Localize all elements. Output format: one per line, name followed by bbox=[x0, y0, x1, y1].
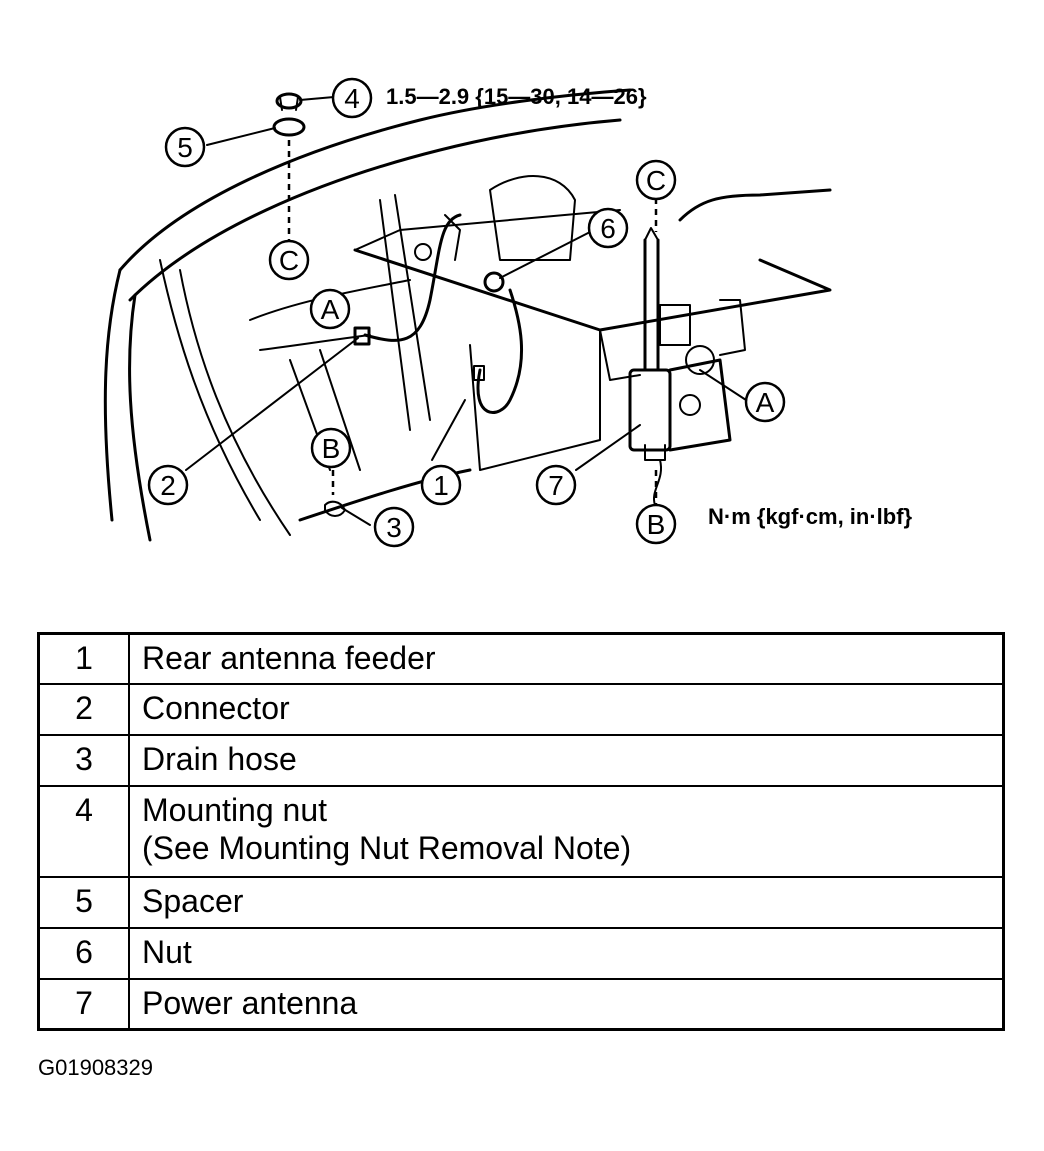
svg-text:2: 2 bbox=[160, 470, 176, 501]
part-number: 7 bbox=[37, 978, 130, 1031]
callout-7: 7 bbox=[535, 464, 577, 506]
table-row: 7 Power antenna bbox=[37, 978, 1005, 1031]
mounting-nut-drawing bbox=[272, 92, 306, 240]
table-row: 5 Spacer bbox=[37, 876, 1005, 929]
callout-2: 2 bbox=[147, 464, 189, 506]
svg-text:C: C bbox=[279, 245, 299, 276]
part-number: 3 bbox=[37, 734, 130, 787]
ref-b-left: B bbox=[310, 427, 352, 469]
part-number: 1 bbox=[37, 632, 130, 685]
table-row: 1 Rear antenna feeder bbox=[37, 632, 1005, 685]
part-number: 6 bbox=[37, 927, 130, 980]
callout-3: 3 bbox=[373, 506, 415, 548]
svg-text:B: B bbox=[322, 433, 341, 464]
part-description: Rear antenna feeder bbox=[128, 632, 1005, 685]
part-description-main: Mounting nut bbox=[142, 792, 328, 828]
ref-c-top: C bbox=[635, 159, 677, 201]
nut-drawing bbox=[483, 271, 505, 293]
svg-text:5: 5 bbox=[177, 132, 193, 163]
ref-c-left: C bbox=[268, 239, 310, 281]
antenna-installation-diagram: 4 5 6 1 2 3 7 C C A A B bbox=[103, 77, 913, 548]
part-number: 5 bbox=[37, 876, 130, 929]
svg-text:A: A bbox=[756, 387, 775, 418]
svg-text:7: 7 bbox=[548, 470, 564, 501]
svg-text:B: B bbox=[647, 509, 666, 540]
parts-legend-table: 1 Rear antenna feeder 2 Connector 3 Drai… bbox=[37, 632, 1005, 1031]
antenna-feeder-cable bbox=[353, 213, 523, 414]
torque-units-note: N·m {kgf·cm, in·lbf} bbox=[708, 504, 913, 529]
part-description: Nut bbox=[128, 927, 1005, 980]
svg-text:1: 1 bbox=[433, 470, 449, 501]
table-row: 3 Drain hose bbox=[37, 734, 1005, 787]
svg-text:6: 6 bbox=[600, 213, 616, 244]
power-antenna-drawing bbox=[628, 227, 732, 506]
table-row: 6 Nut bbox=[37, 927, 1005, 980]
part-description-note: (See Mounting Nut Removal Note) bbox=[142, 830, 632, 866]
part-number: 2 bbox=[37, 683, 130, 736]
figure-id: G01908329 bbox=[38, 1055, 153, 1080]
ref-a-left: A bbox=[309, 288, 351, 330]
svg-text:C: C bbox=[646, 165, 666, 196]
vehicle-body-outline bbox=[103, 88, 832, 542]
callout-1: 1 bbox=[420, 464, 462, 506]
callout-4: 4 bbox=[331, 77, 373, 119]
part-description: Spacer bbox=[128, 876, 1005, 929]
svg-text:4: 4 bbox=[344, 83, 360, 114]
ref-b-right: B bbox=[635, 503, 677, 545]
callout-5: 5 bbox=[164, 126, 206, 168]
svg-text:A: A bbox=[321, 294, 340, 325]
part-description: Drain hose bbox=[128, 734, 1005, 787]
part-number: 4 bbox=[37, 785, 130, 878]
part-description: Mounting nut (See Mounting Nut Removal N… bbox=[128, 785, 1005, 878]
svg-text:3: 3 bbox=[386, 512, 402, 543]
table-row: 4 Mounting nut (See Mounting Nut Removal… bbox=[37, 785, 1005, 878]
part-description: Connector bbox=[128, 683, 1005, 736]
part-description: Power antenna bbox=[128, 978, 1005, 1031]
ref-a-right: A bbox=[744, 381, 786, 423]
table-row: 2 Connector bbox=[37, 683, 1005, 736]
callout-leaders bbox=[185, 96, 747, 526]
callout-6: 6 bbox=[587, 207, 629, 249]
torque-spec: 1.5—2.9 {15—30, 14—26} bbox=[386, 84, 647, 109]
